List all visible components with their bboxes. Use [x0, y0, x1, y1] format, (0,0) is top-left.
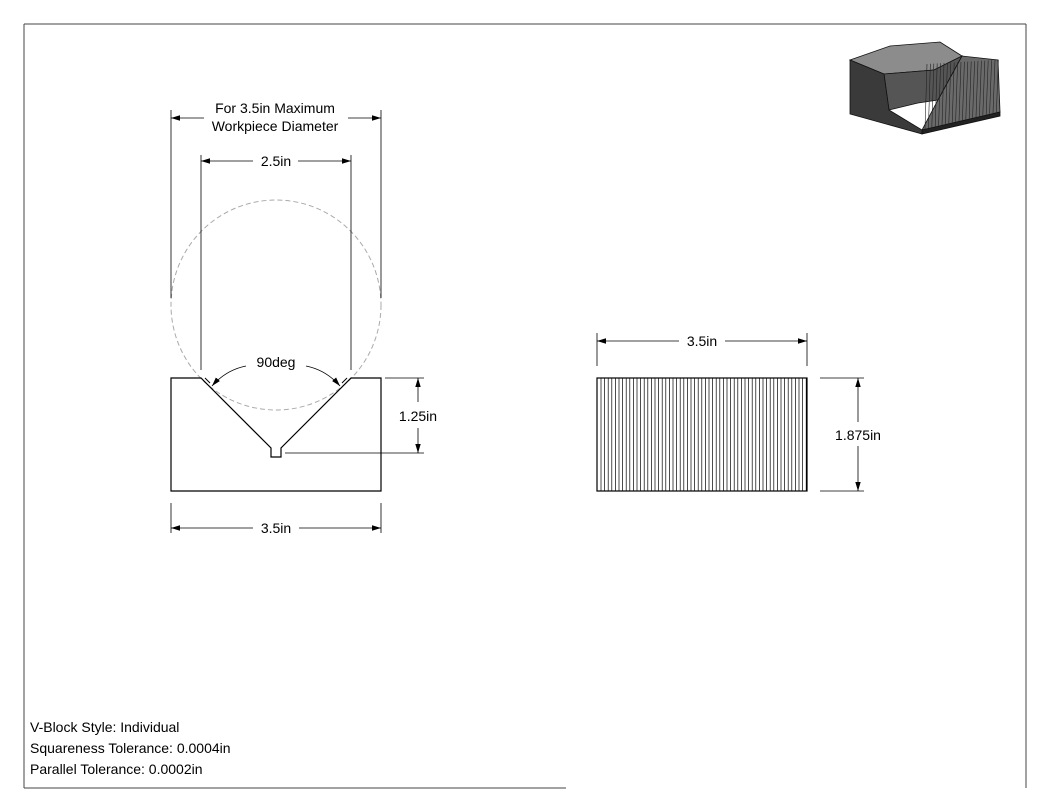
isometric-view: [848, 41, 1001, 135]
block-width-label: 3.5in: [261, 520, 291, 536]
side-height-label: 1.875in: [835, 427, 881, 443]
note-vblock-style: V-Block Style: Individual: [30, 719, 180, 735]
v-angle-label: 90deg: [257, 354, 296, 370]
side-view-serration-lines: [600, 378, 807, 491]
notes-block: V-Block Style: Individual Squareness Tol…: [30, 717, 231, 780]
sheet-border: [23, 23, 1027, 789]
v-angle-arc-right: [305, 365, 341, 387]
side-length-label: 3.5in: [687, 333, 717, 349]
workpiece-circle: [170, 199, 382, 411]
v-width-label: 2.5in: [261, 153, 291, 169]
front-view: For 3.5in Maximum Workpiece Diameter 2.5…: [170, 100, 437, 536]
note-parallel-tolerance: Parallel Tolerance: 0.0002in: [30, 761, 203, 777]
max-diameter-label-line2: Workpiece Diameter: [212, 118, 339, 134]
v-depth-label: 1.25in: [399, 408, 437, 424]
max-diameter-label-line1: For 3.5in Maximum: [215, 100, 335, 116]
v-block-outline: [170, 377, 382, 492]
isometric-serration-lines: [924, 59, 999, 130]
v-angle-arc-left: [211, 365, 247, 387]
side-view: 3.5in 1.875in: [596, 333, 881, 492]
note-squareness-tolerance: Squareness Tolerance: 0.0004in: [30, 740, 231, 756]
